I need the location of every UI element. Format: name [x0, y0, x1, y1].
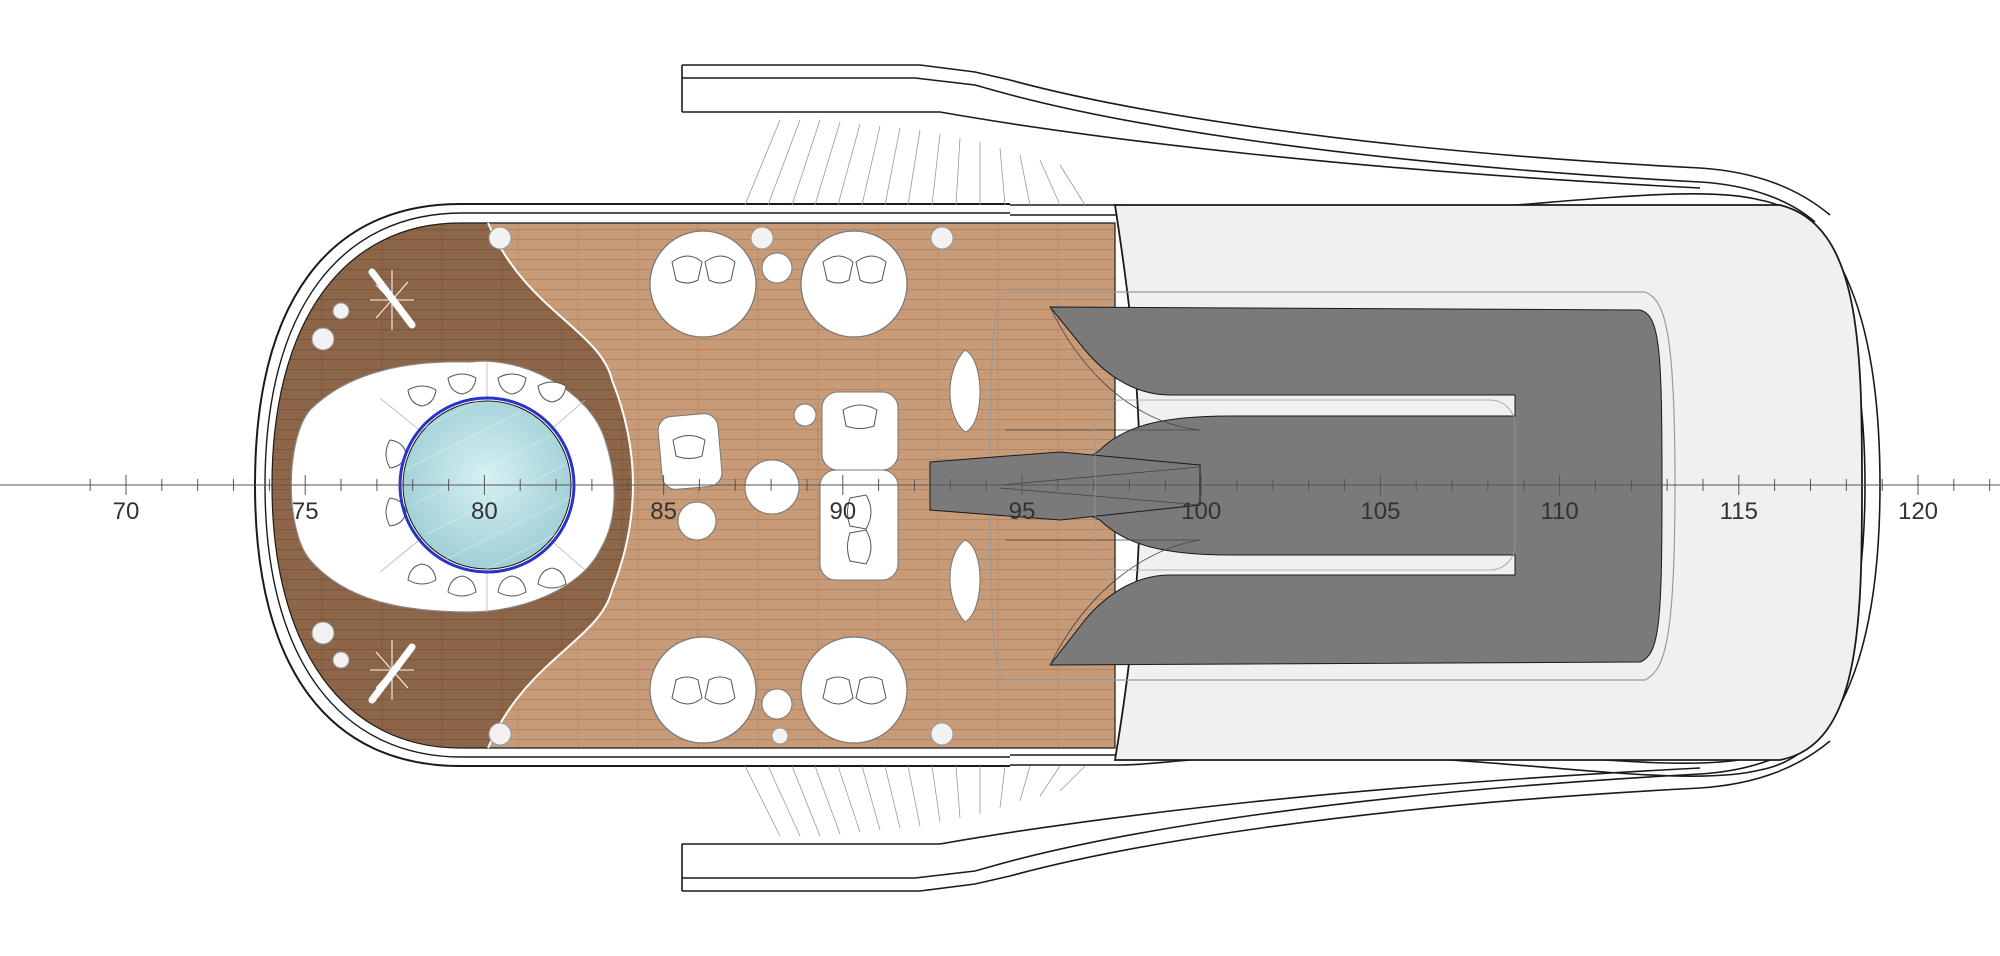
- lounge-chair-icon: [657, 391, 899, 581]
- axis-tick-label: 80: [471, 498, 498, 525]
- sun-lounger-icon: [949, 349, 981, 623]
- station-axis: 70 75 80 85 90 95 100 105 110 115 120: [0, 475, 2000, 525]
- axis-tick-label: 105: [1360, 498, 1400, 525]
- round-table-icon: [677, 252, 817, 720]
- axis-tick-label: 85: [650, 498, 677, 525]
- mast-spine: [929, 451, 1201, 521]
- lounge-pod-bottom-left: [649, 636, 757, 744]
- pool-side-chairs: [385, 373, 567, 597]
- stairs-upper: [744, 119, 1086, 206]
- axis-tick-label: 120: [1898, 498, 1938, 525]
- helm-wheel-icon: [368, 640, 416, 704]
- axis-tick-label: 110: [1540, 498, 1578, 525]
- axis-tick-label: 75: [292, 498, 319, 525]
- lounge-pod-top-right: [800, 230, 908, 338]
- axis-tick-label: 115: [1720, 498, 1758, 525]
- axis-tick-label: 95: [1009, 498, 1036, 525]
- wing-station-outline: [989, 291, 1676, 681]
- lounge-pod-top-left: [649, 230, 757, 338]
- axis-tick-label: 90: [829, 498, 856, 525]
- axis-tick-label: 70: [113, 498, 140, 525]
- helm-wheel-icon: [368, 268, 416, 330]
- axis-tick-label: 100: [1181, 498, 1221, 525]
- deck-bollards: [311, 226, 954, 746]
- swimming-pool-icon: [398, 396, 576, 574]
- stairs-lower: [744, 765, 1086, 837]
- lounge-pod-bottom-right: [800, 636, 908, 744]
